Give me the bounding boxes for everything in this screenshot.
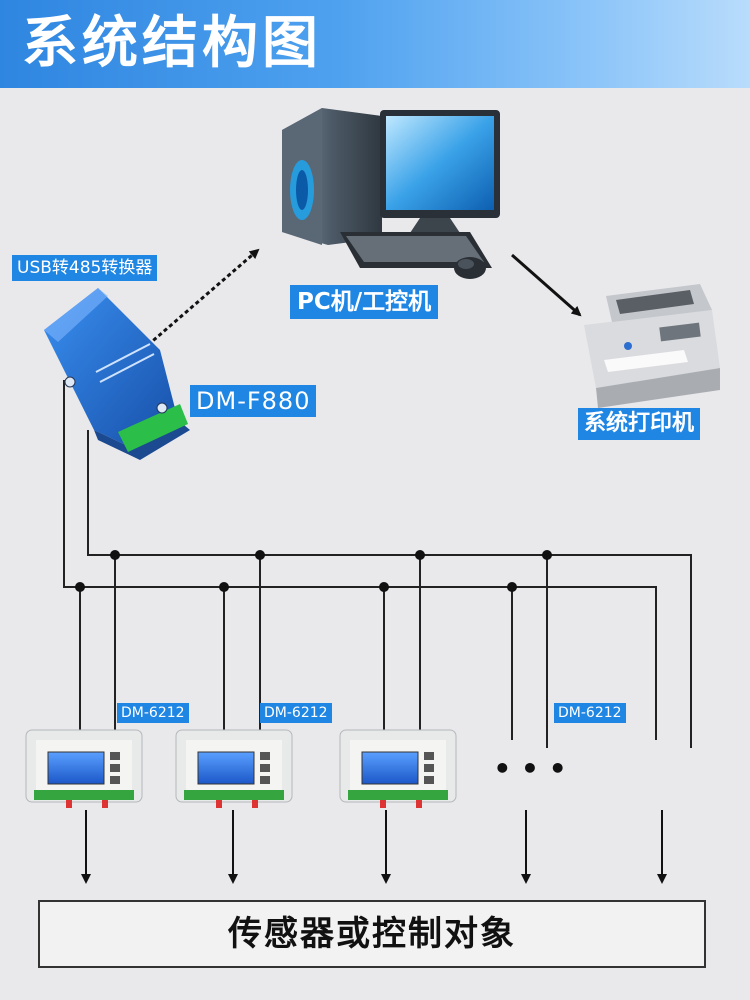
target-box: 传感器或控制对象	[38, 900, 706, 968]
converter-model-label: DM-F880	[190, 385, 317, 417]
rs485-bus	[63, 380, 692, 748]
converter-icon	[44, 288, 190, 460]
arrow-converter-to-pc	[147, 248, 260, 347]
page-title: 系统结构图	[22, 11, 322, 76]
target-label: 传感器或控制对象	[228, 914, 516, 954]
converter-label: USB转485转换器	[12, 255, 158, 281]
device-module-1	[25, 729, 143, 808]
pc-icon	[282, 108, 500, 279]
device-label-3: DM-6212	[554, 703, 626, 723]
more-devices-ellipsis: • • •	[493, 752, 566, 785]
device-module-3	[339, 729, 457, 808]
pc-label: PC机/工控机	[290, 285, 439, 319]
title-banner: 系统结构图	[0, 0, 750, 88]
bus-junctions	[75, 550, 552, 592]
device-module-2	[175, 729, 293, 808]
device-label-2: DM-6212	[260, 703, 332, 723]
printer-icon	[584, 284, 720, 408]
device-label-1: DM-6212	[117, 703, 189, 723]
arrow-pc-to-printer	[511, 253, 582, 317]
output-arrows	[81, 810, 667, 884]
printer-label: 系统打印机	[578, 408, 701, 440]
